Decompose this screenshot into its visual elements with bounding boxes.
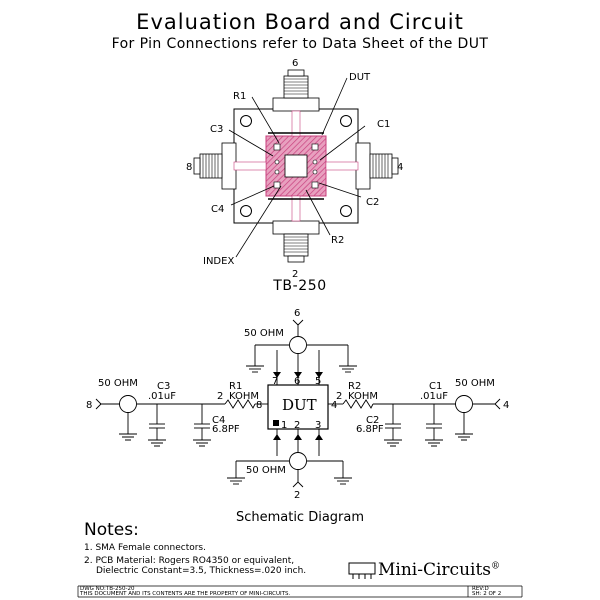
board-label-r2: R2	[331, 235, 344, 246]
port-4-label: 4	[503, 400, 509, 411]
port-6-label: 6	[294, 308, 300, 319]
page-subtitle: For Pin Connections refer to Data Sheet …	[111, 36, 489, 52]
board-label-c4: C4	[211, 204, 224, 215]
r1-value-unit: KOHM	[229, 391, 259, 402]
pin-7-label: 7	[272, 376, 278, 387]
sma-connector-bottom	[272, 220, 320, 263]
r2-name: R2	[348, 381, 361, 392]
page-title: Evaluation Board and Circuit	[136, 10, 464, 34]
r1-value-num: 2	[217, 391, 223, 402]
pin-5-label: 5	[315, 376, 321, 387]
note-item: 1. SMA Female connectors.	[84, 543, 206, 553]
title-block	[77, 585, 523, 598]
property-notice: THIS DOCUMENT AND ITS CONTENTS ARE THE P…	[80, 591, 291, 597]
pin1-index-mark	[273, 420, 279, 426]
board-label-c1: C1	[377, 119, 390, 130]
board-port-right: 4	[397, 162, 403, 173]
revision: REV:D	[472, 586, 489, 592]
sma-connector-left	[193, 142, 237, 190]
schematic-dut-label: DUT	[282, 396, 317, 414]
board-leader-lines	[228, 77, 366, 258]
board-label-dut: DUT	[349, 72, 371, 83]
c3-value: .01uF	[148, 391, 176, 402]
ohm-left-label: 50 OHM	[98, 378, 138, 389]
board-port-top: 6	[292, 58, 298, 69]
mini-circuits-logo: Mini-Circuits®	[378, 562, 500, 579]
registered-mark: ®	[491, 561, 501, 572]
ohm-bottom-label: 50 OHM	[246, 465, 286, 476]
c1-name: C1	[429, 381, 442, 392]
c4-value: 6.8PF	[212, 424, 240, 435]
port-8-label: 8	[86, 400, 92, 411]
c3-name: C3	[157, 381, 170, 392]
schematic-title: Schematic Diagram	[235, 510, 365, 525]
c4-name: C4	[212, 415, 225, 426]
pcb-pattern	[233, 110, 359, 222]
c2-name: C2	[366, 415, 379, 426]
board-port-left: 8	[186, 162, 192, 173]
board-label-r1: R1	[233, 91, 246, 102]
mini-circuits-logo-mark	[348, 562, 376, 579]
ohm-top-label: 50 OHM	[244, 328, 284, 339]
pin-6-label: 6	[294, 376, 300, 387]
board-part-label: TB-250	[273, 278, 327, 294]
r2-value-unit: KOHM	[348, 391, 378, 402]
note-item: 2. PCB Material: Rogers RO4350 or equiva…	[84, 556, 295, 566]
sma-connector-top	[272, 69, 320, 112]
pin-4-label: 4	[331, 400, 337, 411]
sma-connector-right	[355, 142, 399, 190]
notes-heading: Notes:	[84, 520, 139, 540]
board-label-c3: C3	[210, 124, 223, 135]
board-label-index: INDEX	[203, 256, 234, 267]
pin-8-label: 8	[256, 400, 262, 411]
board-label-c2: C2	[366, 197, 379, 208]
pin-1-label: 1	[281, 420, 287, 431]
ohm-right-label: 50 OHM	[455, 378, 495, 389]
r2-value-num: 2	[336, 391, 342, 402]
board-port-bottom: 2	[292, 269, 298, 280]
note-item: Dielectric Constant=3.5, Thickness=.020 …	[96, 566, 307, 576]
port-2-label: 2	[294, 490, 300, 501]
drawing-number: DWG NO:TB-250-20	[80, 586, 135, 592]
pin-3-label: 3	[315, 420, 321, 431]
c1-value: .01uF	[420, 391, 448, 402]
r1-name: R1	[229, 381, 242, 392]
pin-2-label: 2	[294, 420, 300, 431]
c2-value: 6.8PF	[356, 424, 384, 435]
sheet-number: SH: 2 OF 2	[472, 591, 502, 597]
logo-text: Mini-Circuits	[378, 560, 492, 580]
